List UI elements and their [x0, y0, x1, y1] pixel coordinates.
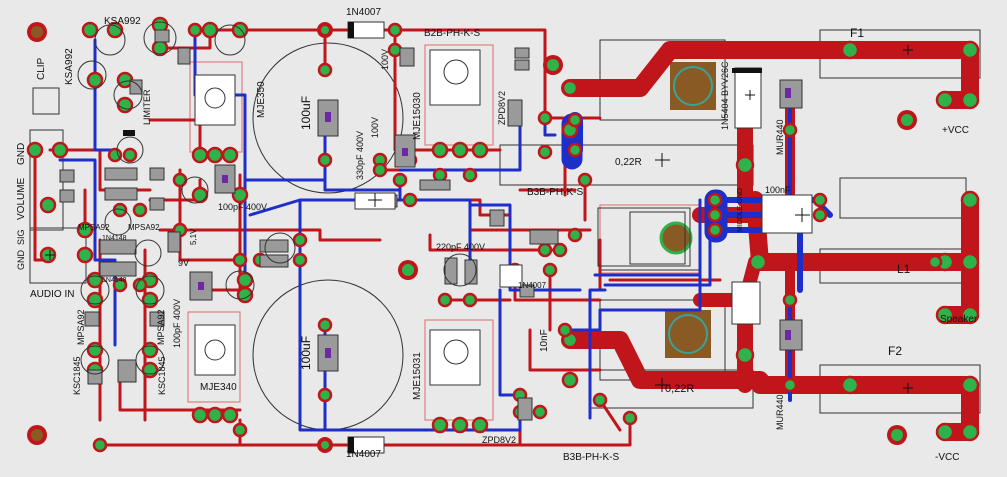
btrace-6: [298, 198, 522, 432]
label-l1: L1: [897, 262, 911, 276]
label-volume: VOLUME: [16, 177, 27, 220]
byv-diode-body: [734, 67, 762, 129]
mje340-hole: [204, 339, 226, 361]
btrace-9: [468, 203, 582, 292]
label-speaker: Speaker: [940, 314, 978, 325]
c100nf-body: [761, 194, 813, 234]
label-f2: F2: [888, 344, 902, 358]
btrace-16: [563, 238, 702, 332]
c100uf-top-outline: [252, 42, 404, 194]
label-mgnd: MIDDLE GND: [737, 188, 744, 232]
label-v51: 5,1V: [189, 228, 198, 245]
label-mur-top: MUR440: [775, 119, 785, 155]
mje350-body: [194, 74, 236, 126]
label-c100u-top: 100uF: [299, 96, 313, 130]
label-ksa992-left: KSA992: [64, 48, 75, 85]
label-mur-bottom: MUR440: [775, 394, 785, 430]
btrace-3: [243, 178, 402, 192]
bottom-diode-body: [731, 281, 761, 325]
label-mje15030: MJE15030: [412, 92, 423, 140]
driver-inner: [629, 211, 686, 265]
label-b2b-mid: B3B-PH-K-S: [527, 187, 583, 198]
label-b2b-top: B2B-PH-K-S: [424, 28, 480, 39]
trace-vcc-neg-power: [561, 331, 769, 389]
label-nw-bottom: 1N4148: [102, 277, 127, 284]
label-gnd-1: GND: [16, 143, 27, 165]
label-d-top: 1N4007: [346, 7, 381, 18]
label-audio-in: AUDIO IN: [30, 289, 74, 300]
label-c100pf-2: 100pF 400V: [172, 299, 182, 348]
diode-small-body: [499, 264, 523, 288]
btrace-8: [398, 198, 472, 272]
label-c100nf: 100nF: [765, 185, 791, 195]
label-ksa992-top: KSA992: [104, 16, 141, 27]
label-gnd-2: GND: [16, 250, 26, 271]
label-sig: SIG: [16, 229, 26, 245]
label-ksc1845-2: KSC1845: [157, 356, 167, 395]
label-ksc1845-1: KSC1845: [72, 356, 82, 395]
label-mje340: MJE340: [200, 382, 237, 393]
heatsink-bottom-hole: [668, 314, 708, 354]
cross-markers: [45, 45, 913, 393]
to92-transistors: [77, 21, 477, 375]
trace-27: [528, 328, 602, 372]
label-zpd-top: ZPD8V2: [497, 91, 507, 125]
label-vcc-pos: +VCC: [942, 125, 969, 136]
label-clip: CLIP: [36, 57, 47, 80]
label-r022-bottom: 0,22R: [665, 383, 694, 395]
label-mje15031: MJE15031: [412, 352, 423, 400]
label-mje350: MJE350: [256, 81, 267, 118]
mje15030-hole: [443, 59, 469, 85]
label-c100v: 100V: [380, 49, 390, 70]
label-c330pf: 330pF 400V: [355, 131, 365, 180]
label-r022-top: 0,22R: [615, 157, 642, 168]
heatsink-top-hole: [673, 66, 713, 106]
label-c220pf: 220pF 400V: [436, 242, 485, 252]
label-d-bottom2: 1N4007: [518, 281, 547, 290]
label-f1: F1: [850, 26, 864, 40]
label-mpsa92-2: MPSA92: [156, 309, 166, 345]
btrace-5: [248, 178, 402, 217]
mje15030-body: [429, 49, 481, 106]
btrace-17: [588, 288, 607, 420]
mje350-hole: [204, 87, 226, 109]
driver-body: [597, 207, 691, 267]
trace-24: [428, 233, 562, 252]
label-zpd-bottom: ZPD8V2: [482, 435, 516, 445]
mje15031-hole: [443, 339, 469, 365]
trace-vcc-pos-power: [561, 41, 849, 97]
label-mpsa92-3: MPSA92: [78, 223, 110, 232]
label-c100u-bottom: 100uF: [299, 336, 313, 370]
label-v9: 9V: [178, 258, 189, 268]
clip-led-outline: [32, 87, 60, 115]
label-d-bottom: 1N4007: [346, 449, 381, 460]
btrace-15: [603, 228, 712, 287]
label-b2b-bottom: B3B-PH-K-S: [563, 452, 619, 463]
trace-9: [518, 416, 632, 447]
mje340-body: [194, 324, 236, 376]
label-nw-top: 1N4148: [102, 235, 127, 242]
driver-hole: [659, 221, 693, 255]
mounting-holes: [27, 22, 917, 453]
label-byv: 1N5404 BYV26C: [720, 61, 730, 130]
label-mpsa92-1: MPSA92: [76, 309, 86, 345]
label-c100v-2: 100V: [370, 117, 380, 138]
mje15031-body: [429, 329, 481, 386]
mje340-keepout: [187, 311, 241, 403]
label-limiter: LIMITER: [142, 89, 152, 125]
label-c100pf: 100pF 400V: [218, 202, 267, 212]
label-mpsa92-4: MPSA92: [128, 223, 160, 232]
label-vcc-neg: -VCC: [935, 452, 959, 463]
label-c10nf: 10nF: [539, 329, 550, 352]
trace-vcc-neg-fuse: [751, 376, 979, 441]
